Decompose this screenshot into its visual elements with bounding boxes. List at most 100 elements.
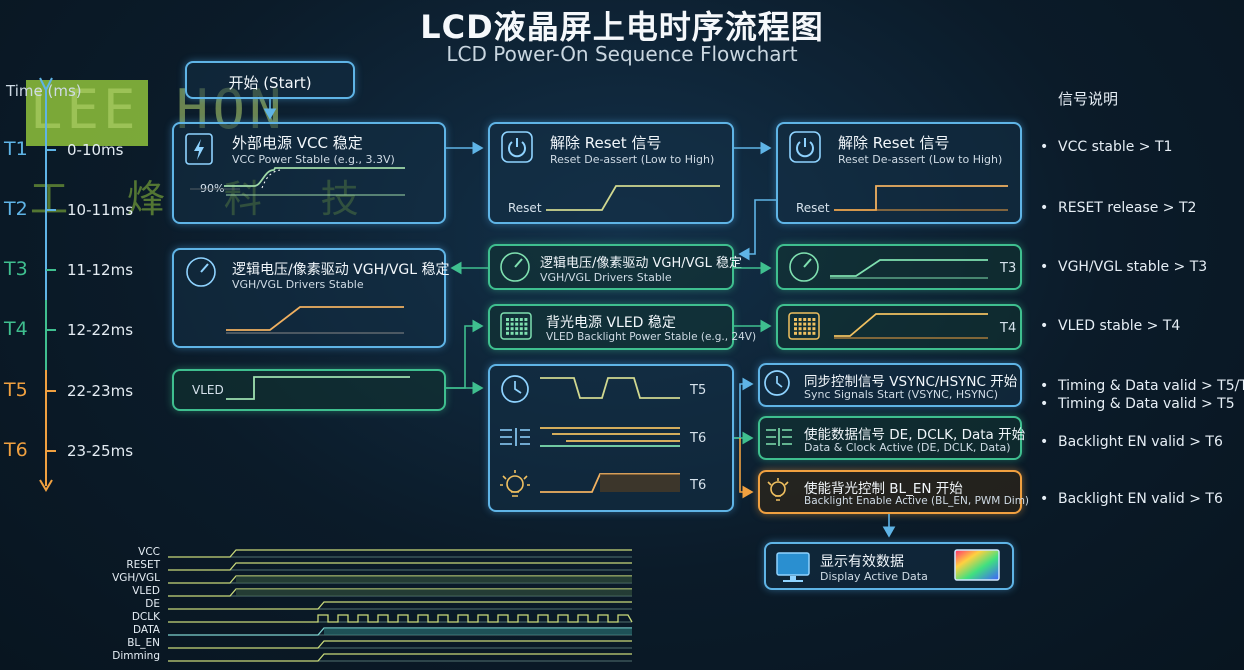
led-dots xyxy=(506,318,816,335)
vled-mid-box: 背光电源 VLED 稳定 VLED Backlight Power Stable… xyxy=(488,304,756,350)
legend-item: VCC stable > T1 xyxy=(1058,139,1173,155)
waveform-trace xyxy=(168,653,632,662)
led-dot xyxy=(515,327,519,331)
legend-bullet: • xyxy=(1040,318,1049,334)
group-tag-t5: T5 xyxy=(690,383,707,398)
legend-bullet: • xyxy=(1040,396,1049,412)
timeline-bottom-arrow xyxy=(39,479,53,492)
color-display-icon xyxy=(954,549,1000,581)
led-dot xyxy=(519,331,523,335)
led-dot xyxy=(519,327,523,331)
waveform-trace xyxy=(168,549,632,558)
led-dot xyxy=(510,327,514,331)
waveform-label: DE xyxy=(145,598,160,610)
led-dot xyxy=(812,331,816,335)
waveform-trace xyxy=(168,601,632,610)
led-dot xyxy=(803,318,807,321)
waveform-trace xyxy=(168,640,632,649)
legend-bullet: • xyxy=(1040,378,1049,394)
vcc-subtitle: VCC Power Stable (e.g., 3.3V) xyxy=(232,153,395,166)
vcc-box: 外部电源 VCC 稳定 VCC Power Stable (e.g., 3.3V… xyxy=(172,122,446,224)
timeline-range-t3: 11-12ms xyxy=(67,261,134,279)
led-dot xyxy=(803,327,807,331)
reset2-box: 解除 Reset 信号 Reset De-assert (Low to High… xyxy=(776,122,1022,224)
data-subtitle: Data & Clock Active (DE, DCLK, Data) xyxy=(804,441,1011,454)
led-dot xyxy=(524,318,528,321)
led-dot xyxy=(812,318,816,321)
reset1-wave-label: Reset xyxy=(508,201,542,215)
vled-right-tag: T4 xyxy=(1000,321,1017,336)
waveform-fill xyxy=(236,589,632,596)
power-icon xyxy=(185,133,213,165)
reset2-wave-label: Reset xyxy=(796,201,830,215)
led-dot xyxy=(807,318,811,321)
timeline-range-t5: 22-23ms xyxy=(67,382,134,400)
lightbulb-icon xyxy=(500,470,789,501)
page-subtitle: LCD Power-On Sequence Flowchart xyxy=(446,42,798,66)
led-dot xyxy=(812,327,816,331)
waveform-trace xyxy=(168,562,632,571)
vgh-left-title: 逻辑电压/像素驱动 VGH/VGL 稳定 xyxy=(232,262,450,278)
led-dot xyxy=(506,327,509,331)
timeline-mark-t5: T5 xyxy=(4,379,28,401)
led-dot xyxy=(510,318,514,321)
led-dot xyxy=(515,318,519,321)
waveform-trace xyxy=(168,614,633,623)
waveform-label: VLED xyxy=(132,585,160,597)
legend-bullet: • xyxy=(1040,200,1049,216)
page-title: LCD液晶屏上电时序流程图 xyxy=(420,8,824,46)
legend-item: Backlight EN valid > T6 xyxy=(1058,434,1223,450)
led-dot xyxy=(524,331,528,335)
mini-waves xyxy=(190,167,1008,493)
timeline-range-t6: 23-25ms xyxy=(67,442,134,460)
led-dot xyxy=(506,331,509,335)
waveform-label: DCLK xyxy=(131,611,160,623)
led-dot xyxy=(803,322,807,326)
vgh-right-tag: T3 xyxy=(1000,261,1017,276)
vcc-title: 外部电源 VCC 稳定 xyxy=(232,134,363,152)
led-dot xyxy=(812,322,816,326)
vgh-mid-title: 逻辑电压/像素驱动 VGH/VGL 稳定 xyxy=(540,256,742,271)
legend-bullet: • xyxy=(1040,139,1049,155)
led-dot xyxy=(798,331,802,335)
waveform-label: DATA xyxy=(132,624,160,636)
clock-icon xyxy=(501,370,790,403)
vgh-right-box: T3 xyxy=(776,244,1022,290)
timeline-range-t4: 12-22ms xyxy=(67,321,134,339)
timeline-mark-t3: T3 xyxy=(4,258,28,280)
vled-left-box: VLED xyxy=(172,369,446,411)
waveform-label: BL_EN xyxy=(127,637,160,649)
start-box: 开始 (Start) xyxy=(185,61,355,99)
timeline-top-arrow xyxy=(39,77,53,93)
led-dot xyxy=(794,318,797,321)
led-dot xyxy=(506,318,509,321)
display-subtitle: Display Active Data xyxy=(820,570,928,583)
legend-item: RESET release > T2 xyxy=(1058,200,1197,216)
led-dot xyxy=(798,318,802,321)
backlight-title: 使能背光控制 BL_EN 开始 xyxy=(804,481,963,497)
timeline-mark-t2: T2 xyxy=(4,198,28,220)
timeline-mark-t1: T1 xyxy=(4,138,28,160)
led-dot xyxy=(519,318,523,321)
data-box: 使能数据信号 DE, DCLK, Data 开始 Data & Clock Ac… xyxy=(758,416,1025,460)
start-label: 开始 (Start) xyxy=(228,74,312,92)
waveform-fill xyxy=(236,576,632,583)
vled-right-box: T4 xyxy=(776,304,1022,350)
vgh-left-subtitle: VGH/VGL Drivers Stable xyxy=(232,278,364,291)
led-dot xyxy=(807,331,811,335)
led-dot xyxy=(519,322,523,326)
group-tag-t6a: T6 xyxy=(690,431,707,446)
led-dot xyxy=(794,331,797,335)
led-dot xyxy=(524,327,528,331)
legend-item: VLED stable > T4 xyxy=(1058,318,1181,334)
waveform-label: VCC xyxy=(138,546,160,558)
legend-bullet: • xyxy=(1040,259,1049,275)
legend-item: Backlight EN valid > T6 xyxy=(1058,491,1223,507)
vled-mid-subtitle: VLED Backlight Power Stable (e.g., 24V) xyxy=(546,331,757,343)
vgh-left-box: 逻辑电压/像素驱动 VGH/VGL 稳定 VGH/VGL Drivers Sta… xyxy=(172,248,450,348)
timing-group-box: T5 T6 T6 xyxy=(488,364,734,512)
legend-item: Timing & Data valid > T5 xyxy=(1058,396,1235,412)
led-dot xyxy=(510,322,514,326)
waveform-label: Dimming xyxy=(112,650,160,662)
